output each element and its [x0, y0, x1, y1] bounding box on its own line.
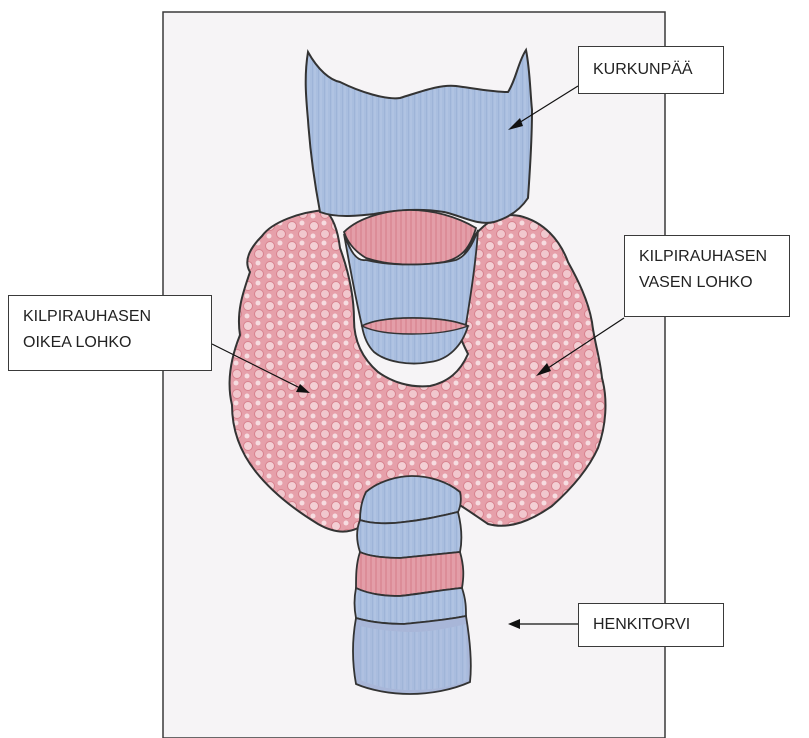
label-larynx-text: KURKUNPÄÄ: [593, 57, 709, 83]
label-left-lobe-line-1: KILPIRAUHASEN: [639, 244, 775, 270]
label-trachea-text: HENKITORVI: [593, 612, 709, 638]
label-right-lobe-line-1: KILPIRAUHASEN: [23, 304, 197, 330]
cricoid-arch: [344, 210, 476, 265]
label-left-lobe: KILPIRAUHASEN VASEN LOHKO: [624, 235, 790, 317]
label-right-lobe-line-2: OIKEA LOHKO: [23, 330, 197, 356]
label-trachea: HENKITORVI: [578, 603, 724, 647]
label-right-lobe: KILPIRAUHASEN OIKEA LOHKO: [8, 295, 212, 371]
label-left-lobe-line-2: VASEN LOHKO: [639, 270, 775, 296]
label-larynx: KURKUNPÄÄ: [578, 46, 724, 94]
trachea-ring-5-shade: [360, 624, 468, 690]
